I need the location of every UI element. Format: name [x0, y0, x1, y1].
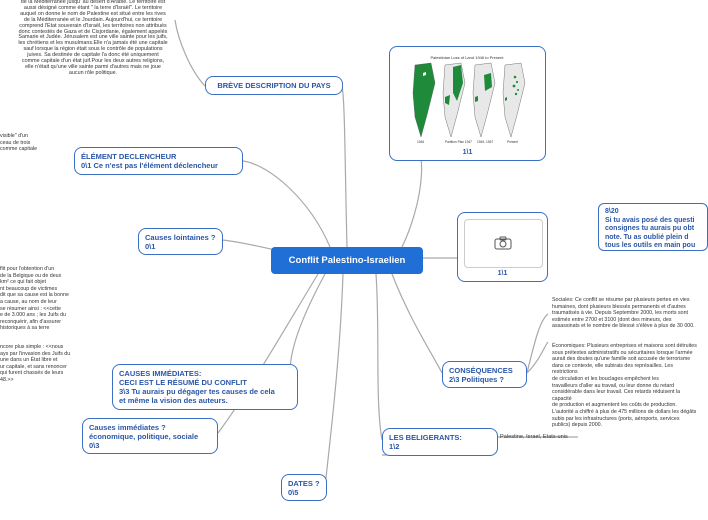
map-1946 — [412, 62, 436, 138]
sociales-text: Sociales: Ce conflit se résume par plusi… — [552, 297, 695, 330]
map-card[interactable]: Palestinian Loss of Land 1946 to Present… — [389, 46, 546, 161]
node-causes-immediates-types[interactable]: Causes immédiates ? économique, politiqu… — [82, 418, 218, 454]
map-label-present: Present — [507, 140, 518, 144]
map-label-1946: 1946 — [417, 140, 424, 144]
node-causes-immediates[interactable]: CAUSES IMMÉDIATES: CECI EST LE RÉSUMÉ DU… — [112, 364, 298, 410]
immediates-text-fragment: ncore plus simple : <<nous ays par l'inv… — [0, 344, 71, 383]
node-breve-description[interactable]: BRÈVE DESCRIPTION DU PAYS — [205, 76, 343, 95]
node-belligerants[interactable]: LES BELIGERANTS: 1\2 — [382, 428, 498, 456]
photo-card-label: 1\1 — [497, 270, 508, 277]
description-text: de la Méditerranée jusqu' au désert d'Ar… — [18, 0, 168, 76]
map-image-title: Palestinian Loss of Land 1946 to Present — [431, 55, 505, 60]
node-consequences[interactable]: CONSÉQUENCES 2\3 Politiques ? — [442, 361, 527, 388]
central-topic[interactable]: Conflit Palestino-Israelien — [271, 247, 423, 274]
map-image: Palestinian Loss of Land 1946 to Present… — [405, 53, 530, 145]
map-present — [502, 62, 526, 138]
node-dates[interactable]: DATES ? 0\5 — [281, 474, 327, 501]
grading-note[interactable]: 8\20 Si tu avais posé des questi consign… — [598, 203, 708, 251]
map-label-partition: Partition Plan 1947 — [445, 140, 472, 144]
photo-placeholder — [464, 219, 543, 268]
map-card-label: 1\1 — [462, 149, 473, 156]
node-causes-lointaines[interactable]: Causes lointaines ? 0\1 — [138, 228, 223, 255]
lointaines-text-fragment: flit pour l'obtention d'un de la Belgiqu… — [0, 266, 69, 332]
belligerants-list: Palestine, Israel, Etats-unis — [500, 434, 568, 440]
declencheur-text-fragment: visible" d'un ceau de trois comme capita… — [0, 133, 38, 153]
photo-card[interactable]: 1\1 — [457, 212, 548, 282]
economiques-text: Économiques: Plusieurs entreprises et ma… — [552, 343, 697, 429]
camera-icon — [494, 236, 512, 250]
node-element-declencheur[interactable]: ÉLÉMENT DECLENCHEUR 0\1 Ce n'est pas l'é… — [74, 147, 243, 175]
map-label-1949-1967: 1949- 1967 — [477, 140, 493, 144]
